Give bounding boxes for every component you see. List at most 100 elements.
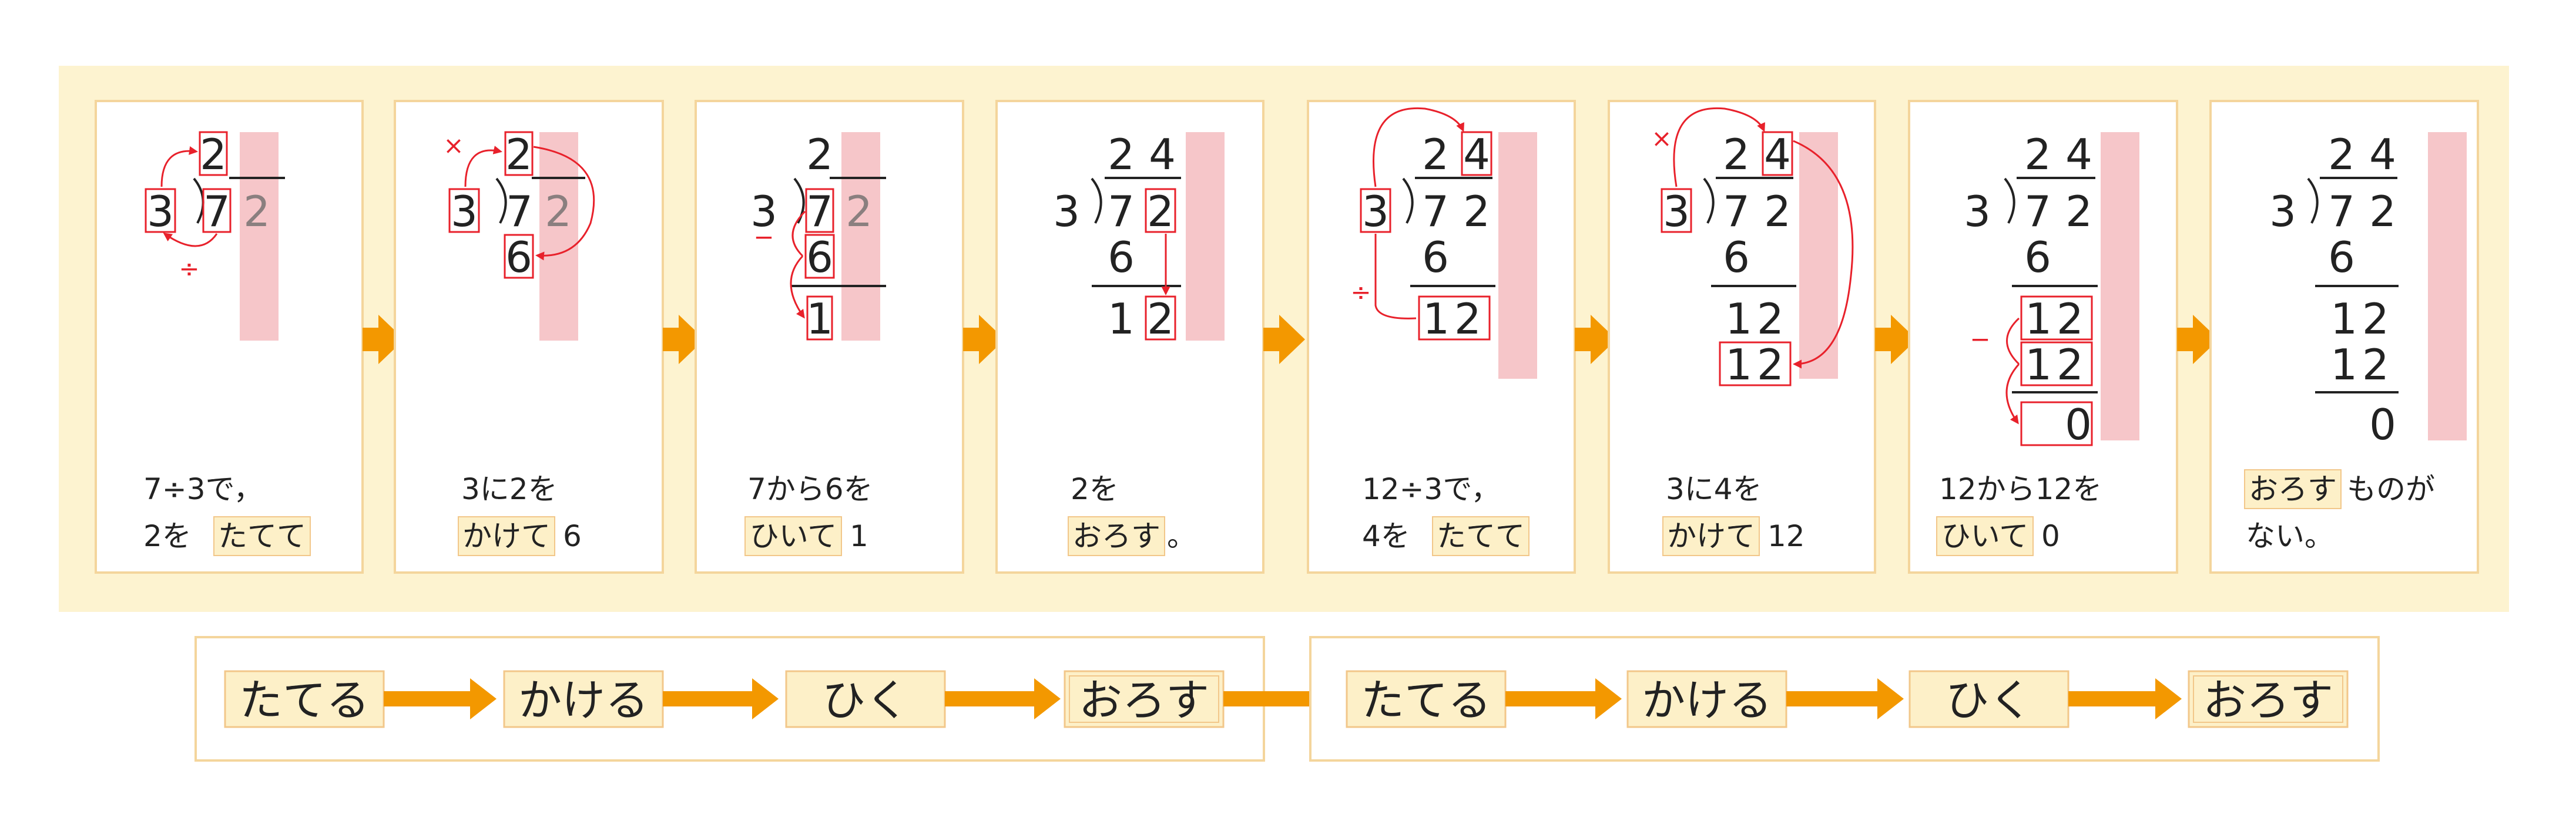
step-arrow (1575, 315, 1616, 364)
dividend-ones-digit: 2 (243, 187, 270, 236)
step-panel-4: 2 4 3 7 2 6 1 2 2を おろす 。 (995, 100, 1264, 574)
quotient-ones-digit: 4 (2369, 130, 2396, 179)
quotient-ones-digit: 4 (1764, 130, 1791, 179)
product-digit: 6 (806, 233, 833, 282)
times-mark: × (443, 131, 464, 160)
dividend-tens-digit: 7 (506, 187, 533, 236)
step-caption-line2-post: 。 (1167, 519, 1196, 553)
divisor-digit: 3 (750, 187, 777, 236)
quotient-digit: 2 (505, 130, 532, 179)
partial-dividend: 12 (2025, 294, 2088, 344)
step-caption-line2-post: 12 (1767, 519, 1805, 553)
ones-column-highlight (1799, 132, 1838, 379)
step-keyword-kakeru: かけて (1667, 519, 1755, 553)
step-panel-1: 2 3 7 2 ÷ 7÷3で， 2を たてて (95, 100, 364, 574)
step-panel-3: 2 3 7 2 6 1 − 7から6を ひいて 1 (695, 100, 964, 574)
brought-down-digit: 2 (1147, 294, 1174, 344)
ones-column-highlight (2428, 132, 2467, 440)
step-keyword-tateru: たてて (1437, 519, 1525, 553)
partial-product: 12 (2025, 340, 2088, 389)
step-panel-6: 2 4 3 7 2 6 12 12 × 3に4を かけて 12 (1608, 100, 1876, 574)
dividend-ones-digit: 2 (1764, 187, 1791, 236)
step-arrow (363, 315, 404, 364)
flow-step-kakeru: かける (518, 675, 649, 726)
step-keyword-orosu: おろす (2249, 472, 2337, 506)
dividend-tens-digit: 7 (2024, 187, 2051, 236)
step-caption-line1-post: ものが (2347, 472, 2435, 506)
ones-column-highlight (1498, 132, 1537, 379)
dividend-tens-digit: 7 (2328, 187, 2355, 236)
dividend-tens-digit: 7 (1422, 187, 1449, 236)
step-caption-line1: 7から6を (747, 472, 873, 506)
step-caption-line2-pre: 2を (143, 519, 192, 553)
ones-column-highlight (240, 132, 279, 341)
step-keyword-kakeru: かけて (462, 519, 551, 553)
product-digit: 6 (1422, 233, 1449, 282)
flow-arrow (2068, 678, 2182, 719)
flow-arrow (1505, 678, 1622, 719)
ones-column-highlight (841, 132, 880, 341)
step-keyword-hiku: ひいて (1941, 519, 2029, 553)
final-remainder: 0 (2065, 400, 2092, 449)
step-arrow (1875, 315, 1917, 364)
flow-step-tateru: たてる (239, 675, 370, 726)
product-digit: 6 (505, 233, 532, 282)
quotient-digit: 2 (806, 130, 833, 179)
product-digit: 6 (1723, 233, 1750, 282)
quotient-ones-digit: 4 (1149, 130, 1176, 179)
step-arrow (2177, 315, 2219, 364)
step-arrow (663, 315, 705, 364)
final-remainder: 0 (2369, 400, 2396, 449)
step-caption-line2-pre: 4を (1362, 519, 1410, 553)
partial-dividend: 12 (1725, 294, 1789, 344)
divisor-digit: 3 (2269, 187, 2296, 236)
quotient-ones-digit: 4 (2065, 130, 2092, 179)
dividend-ones-digit: 2 (2065, 187, 2092, 236)
step-keyword-orosu: おろす (1072, 519, 1160, 553)
flow-step-hiku: ひく (1946, 675, 2032, 726)
dividend-tens-digit: 7 (806, 187, 833, 236)
ones-column-highlight (539, 132, 578, 341)
step-keyword-hiku: ひいて (750, 519, 837, 553)
flow-arrow (384, 678, 497, 719)
dividend-tens-digit: 7 (1723, 187, 1750, 236)
divisor-digit: 3 (147, 187, 174, 236)
remainder-digit: 1 (806, 294, 833, 344)
quotient-tens-digit: 2 (2328, 130, 2355, 179)
quotient-tens-digit: 2 (2024, 130, 2051, 179)
step-caption-line2: ない。 (2246, 519, 2334, 553)
minus-mark: − (1970, 325, 1990, 354)
divide-mark: ÷ (179, 254, 199, 283)
quotient-tens-digit: 2 (1108, 130, 1135, 179)
flow-arrow-connector (1223, 678, 1343, 719)
partial-product: 12 (1725, 340, 1789, 389)
flow-step-kakeru: かける (1642, 675, 1772, 726)
divisor-digit: 3 (1053, 187, 1080, 236)
divide-mark: ÷ (1350, 278, 1371, 307)
step-caption-line2-post: 6 (563, 519, 582, 553)
partial-dividend: 12 (1423, 294, 1486, 344)
step-panel-2: 2 3 7 2 6 × 3に2を かけて 6 (394, 100, 664, 574)
step-caption-line1: 3に4を (1666, 472, 1762, 506)
dividend-ones-digit: 2 (2369, 187, 2396, 236)
flow-arrow (1786, 678, 1904, 719)
ones-column-highlight (2101, 132, 2139, 440)
flow-step-hiku: ひく (822, 675, 909, 726)
step-caption-line1: 12÷3で， (1362, 472, 1500, 506)
flow-arrow (663, 678, 779, 719)
flow-group-1: たてる かける ひく おろす (194, 636, 1265, 762)
step-panel-5: 2 4 3 7 2 6 12 ÷ 12÷3で， 4を たてて (1307, 100, 1576, 574)
dividend-ones-digit: 2 (846, 187, 873, 236)
step-caption-line1: 7÷3で， (143, 472, 263, 506)
step-caption-line2-post: 1 (850, 519, 868, 553)
partial-product: 12 (2330, 340, 2394, 389)
flow-step-orosu: おろす (1079, 675, 1209, 726)
step-caption-line1: 12から12を (1939, 472, 2102, 506)
quotient-tens-digit: 2 (1422, 130, 1449, 179)
flow-step-orosu: おろす (2203, 675, 2333, 726)
dividend-ones-digit: 2 (545, 187, 572, 236)
divisor-digit: 3 (1964, 187, 1991, 236)
flow-step-tateru: たてる (1361, 675, 1491, 726)
divisor-digit: 3 (1663, 187, 1690, 236)
